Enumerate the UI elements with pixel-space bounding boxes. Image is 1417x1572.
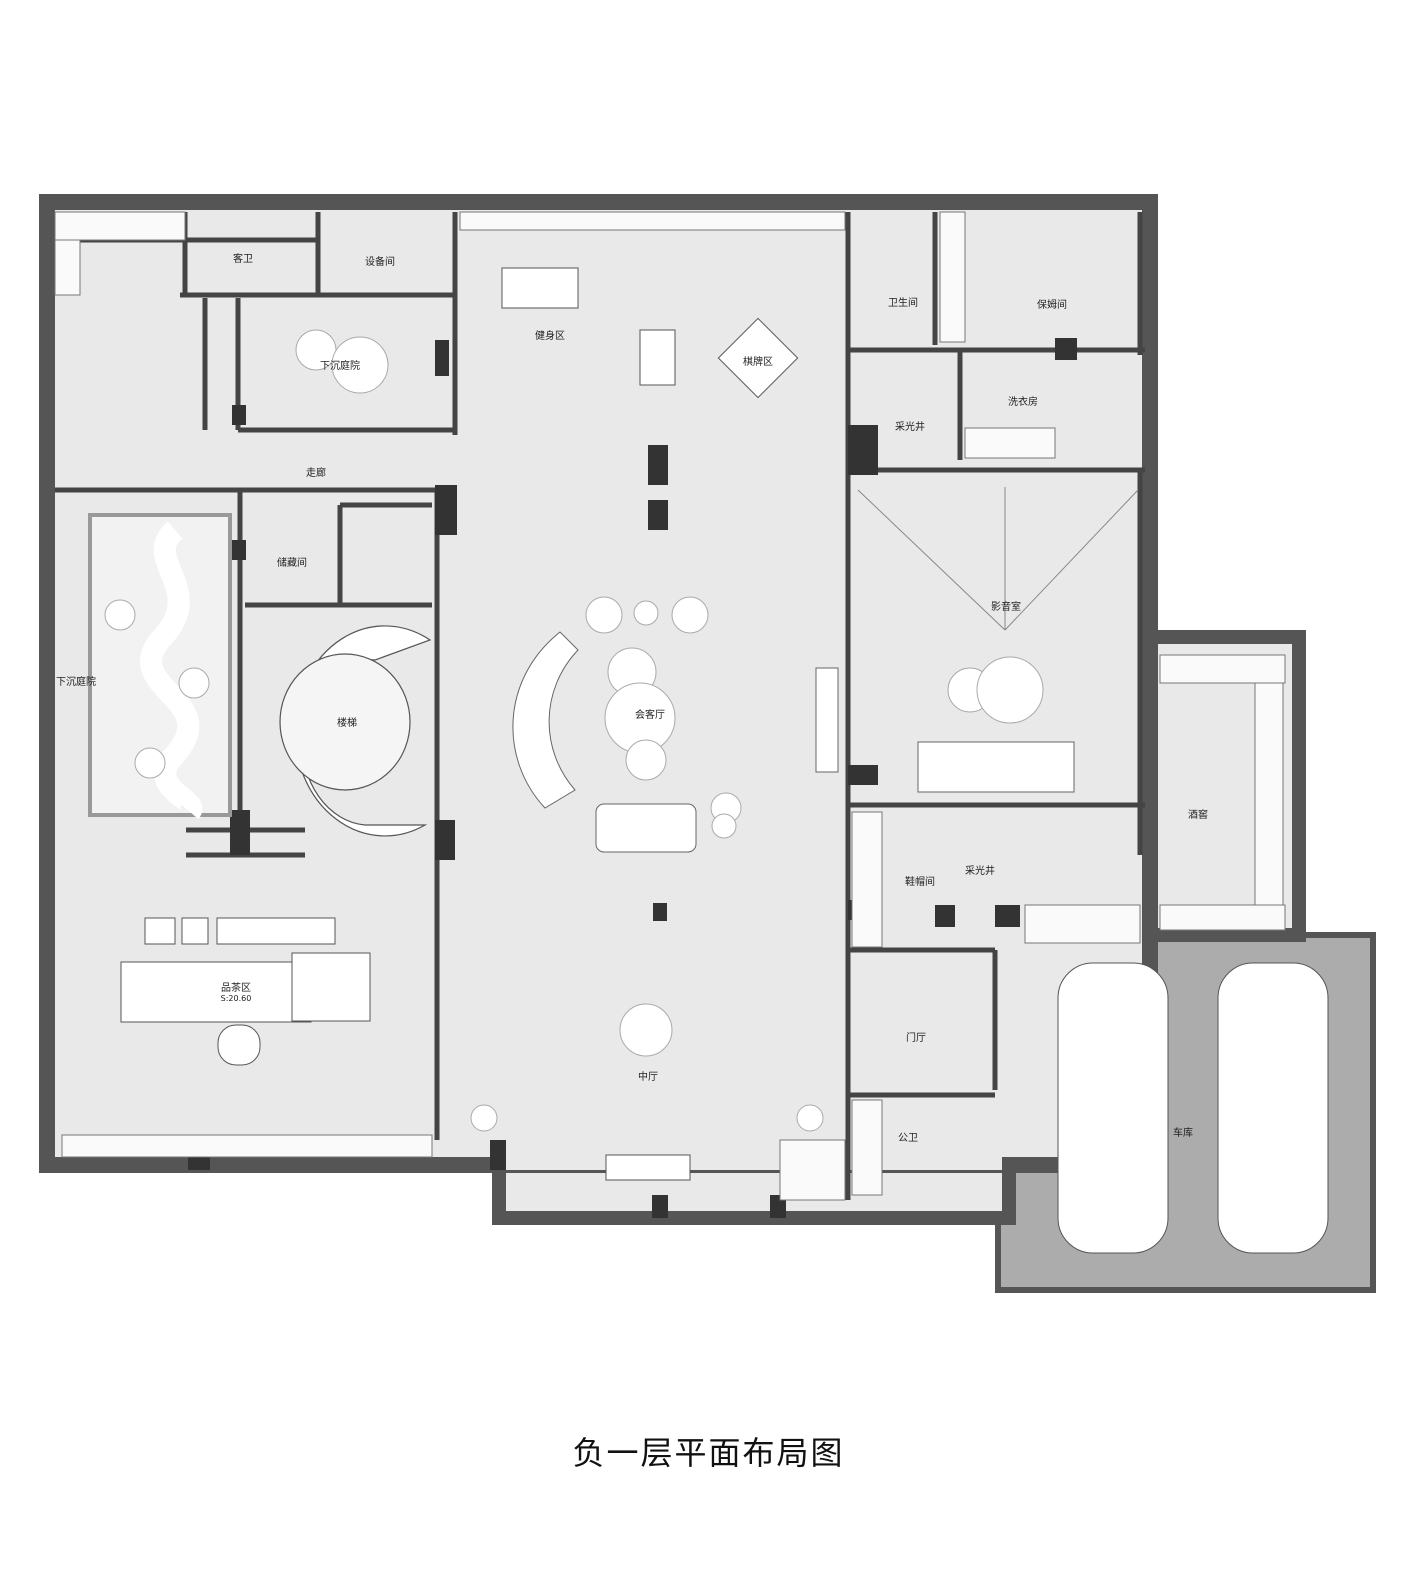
tv-cabinet: [815, 667, 839, 773]
label-fitness: 健身区: [535, 329, 565, 342]
theater-sofa: [917, 741, 1075, 793]
chess-table: [717, 317, 799, 399]
label-sunken-court-left: 下沉庭院: [56, 675, 96, 688]
cabinet-bands: [54, 211, 1286, 1201]
curved-sofa: [512, 631, 579, 809]
label-guest-bath: 客卫: [233, 252, 253, 265]
label-hall: 中厅: [638, 1070, 658, 1083]
cars: [1057, 962, 1329, 1254]
room-labels: 客卫 设备间 健身区 棋牌区 卫生间 保姆间 下沉庭院 采光井 洗衣房 走廊 储…: [56, 252, 1208, 1144]
sofa: [595, 803, 697, 853]
tea-furniture: [120, 917, 691, 1181]
label-foyer: 门厅: [906, 1031, 926, 1044]
label-theater: 影音室: [991, 600, 1021, 613]
label-garage: 车库: [1173, 1126, 1193, 1139]
treadmill: [501, 267, 579, 309]
label-cloakroom: 鞋帽间: [905, 875, 935, 888]
internal-walls: [55, 212, 1145, 1200]
label-nanny: 保姆间: [1037, 298, 1067, 311]
label-tea-area: S:20.60: [221, 994, 252, 1003]
label-chess: 棋牌区: [743, 355, 773, 368]
label-lightwell-top: 采光井: [895, 420, 925, 433]
label-bathroom: 卫生间: [888, 296, 918, 309]
wave-sculpture: [140, 521, 203, 820]
label-wine: 酒窖: [1188, 808, 1208, 821]
label-stairs: 楼梯: [337, 716, 357, 729]
label-living: 会客厅: [635, 708, 665, 721]
label-public-bath: 公卫: [898, 1133, 918, 1144]
label-laundry: 洗衣房: [1008, 395, 1038, 408]
plan-title: 负一层平面布局图: [572, 1434, 845, 1472]
label-sunken-court-top: 下沉庭院: [320, 359, 360, 372]
spiral-stairs: [279, 625, 432, 837]
label-tea: 品茶区: [221, 981, 251, 994]
label-storage: 储藏间: [277, 556, 307, 569]
round-stools: [104, 329, 1044, 1132]
label-corridor: 走廊: [306, 466, 326, 479]
label-equipment: 设备间: [365, 255, 395, 268]
label-lightwell-mid: 采光井: [965, 864, 995, 877]
floor-plan: [39, 194, 1376, 1293]
